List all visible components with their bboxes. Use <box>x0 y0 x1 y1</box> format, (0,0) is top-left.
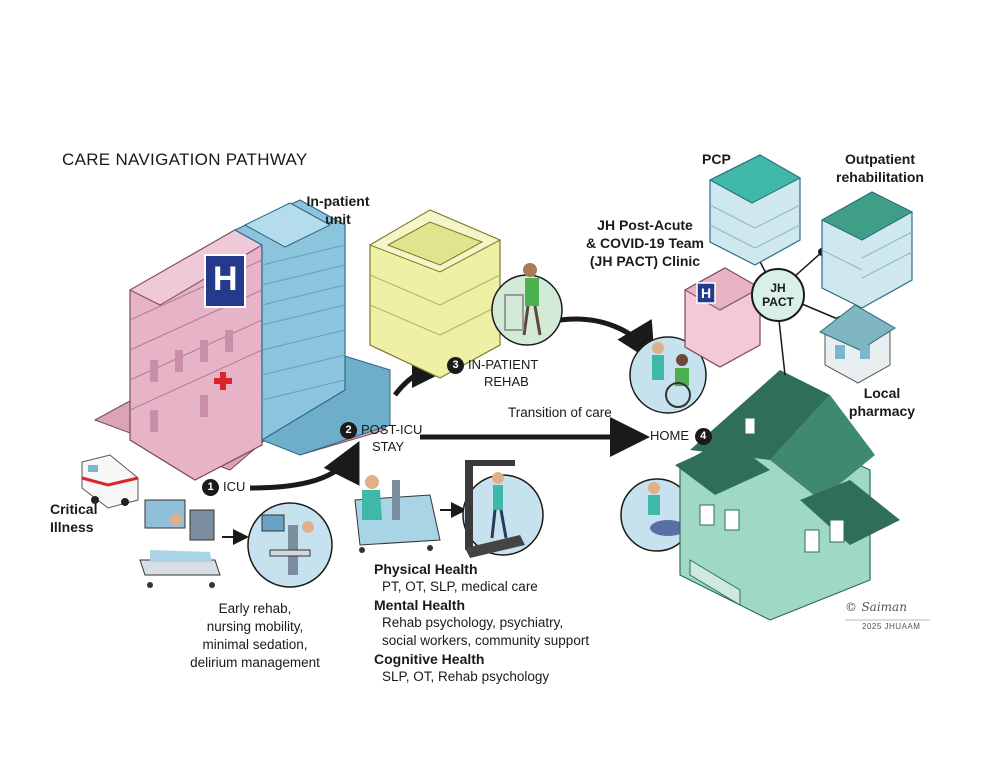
step-3-label-line2: REHAB <box>484 374 529 390</box>
mental-health-heading: Mental Health <box>374 597 466 613</box>
inpatient-unit-line1: In-patient <box>306 193 370 209</box>
jh-pact-clinic-building <box>683 267 762 368</box>
step-1-badge: 1 <box>202 479 219 497</box>
outpatient-rehab-label: Outpatient rehabilitation <box>828 150 932 186</box>
pharmacy-line2: pharmacy <box>848 403 916 419</box>
step-1-label: ICU <box>223 479 246 494</box>
icu-note-line: nursing mobility, <box>206 619 304 634</box>
hub-line2: PACT <box>762 295 794 309</box>
pharmacy-line1: Local <box>863 385 901 401</box>
walker-patient-scene <box>491 263 563 346</box>
inpatient-rehab-building <box>368 209 502 379</box>
signature-name: Saiman <box>861 600 907 614</box>
step-4-badge: 4 <box>694 428 712 446</box>
hospital-icu-building <box>128 229 264 481</box>
cognitive-health-heading: Cognitive Health <box>374 651 485 667</box>
step-4-home: HOME 4 <box>650 428 716 446</box>
jh-clinic-line1: JH Post-Acute <box>597 217 693 233</box>
pcp-building <box>708 154 802 266</box>
step-2-label-line1: POST-ICU <box>361 422 423 437</box>
clinic-sign-letter: H <box>700 285 712 301</box>
inpatient-unit-label: In-patient unit <box>298 192 378 228</box>
health-domains-list: Physical Health PT, OT, SLP, medical car… <box>374 560 634 686</box>
arrow-rehab-to-home <box>559 316 656 364</box>
hospital-sign-letter: H <box>213 260 238 298</box>
pcp-label: PCP <box>702 151 731 167</box>
home-house <box>675 370 900 621</box>
jh-clinic-line3: (JH PACT) Clinic <box>589 253 701 269</box>
physical-health-detail: PT, OT, SLP, medical care <box>382 579 538 594</box>
jh-pact-hub: JH PACT <box>751 268 805 322</box>
hub-line1: JH <box>770 281 786 295</box>
mental-health-detail: Rehab psychology, psychiatry, <box>382 615 564 630</box>
step-2-label-line2: STAY <box>372 439 405 455</box>
page-title: CARE NAVIGATION PATHWAY <box>62 150 308 169</box>
cognitive-health-detail: SLP, OT, Rehab psychology <box>382 669 550 684</box>
local-pharmacy-label: Local pharmacy <box>842 384 922 420</box>
step-4-label: HOME <box>650 428 689 443</box>
hospital-inpatient-building <box>233 199 346 442</box>
signature-year: 2025 JHUAAM <box>862 622 921 631</box>
outpatient-rehab-building <box>820 191 914 309</box>
jh-pact-clinic-label: JH Post-Acute & COVID-19 Team (JH PACT) … <box>580 216 710 270</box>
treadmill-scene <box>462 460 544 558</box>
pharmacy-building <box>819 304 896 384</box>
critical-line2: Illness <box>50 519 94 535</box>
ambulance-icon <box>81 454 139 509</box>
outpatient-line2: rehabilitation <box>836 169 924 185</box>
step-3-label-line1: IN-PATIENT <box>468 357 539 372</box>
icu-note-line: minimal sedation, <box>202 637 308 652</box>
jh-clinic-line2: & COVID-19 Team <box>586 235 704 251</box>
outpatient-line1: Outpatient <box>845 151 915 167</box>
icu-note-line: Early rehab, <box>218 601 292 616</box>
post-icu-bed-scene <box>354 475 441 553</box>
icu-note-line: delirium management <box>190 655 320 670</box>
home-care-scene <box>620 478 694 552</box>
mental-health-detail: social workers, community support <box>382 633 590 648</box>
icu-bed-scene <box>139 499 221 588</box>
icu-interventions-note: Early rehab, nursing mobility, minimal s… <box>170 600 340 672</box>
step-3-inpatient-rehab: 3 IN-PATIENT REHAB <box>447 357 538 389</box>
arrow-icu-to-posticu <box>249 441 360 491</box>
physical-health-heading: Physical Health <box>374 561 478 577</box>
icu-care-scene <box>247 502 333 588</box>
step-2-post-icu: 2 POST-ICU STAY <box>340 422 422 454</box>
step-1-icu: 1 ICU <box>202 479 246 497</box>
artist-signature: © Saiman <box>845 598 907 616</box>
step-3-badge: 3 <box>447 357 464 375</box>
critical-illness-label: Critical Illness <box>50 500 97 536</box>
signature-mark: © <box>845 600 857 614</box>
step-2-badge: 2 <box>340 422 357 440</box>
inpatient-unit-line2: unit <box>325 211 351 227</box>
transition-of-care-label: Transition of care <box>508 405 612 420</box>
critical-line1: Critical <box>50 501 98 517</box>
wheelchair-scene <box>629 336 707 414</box>
